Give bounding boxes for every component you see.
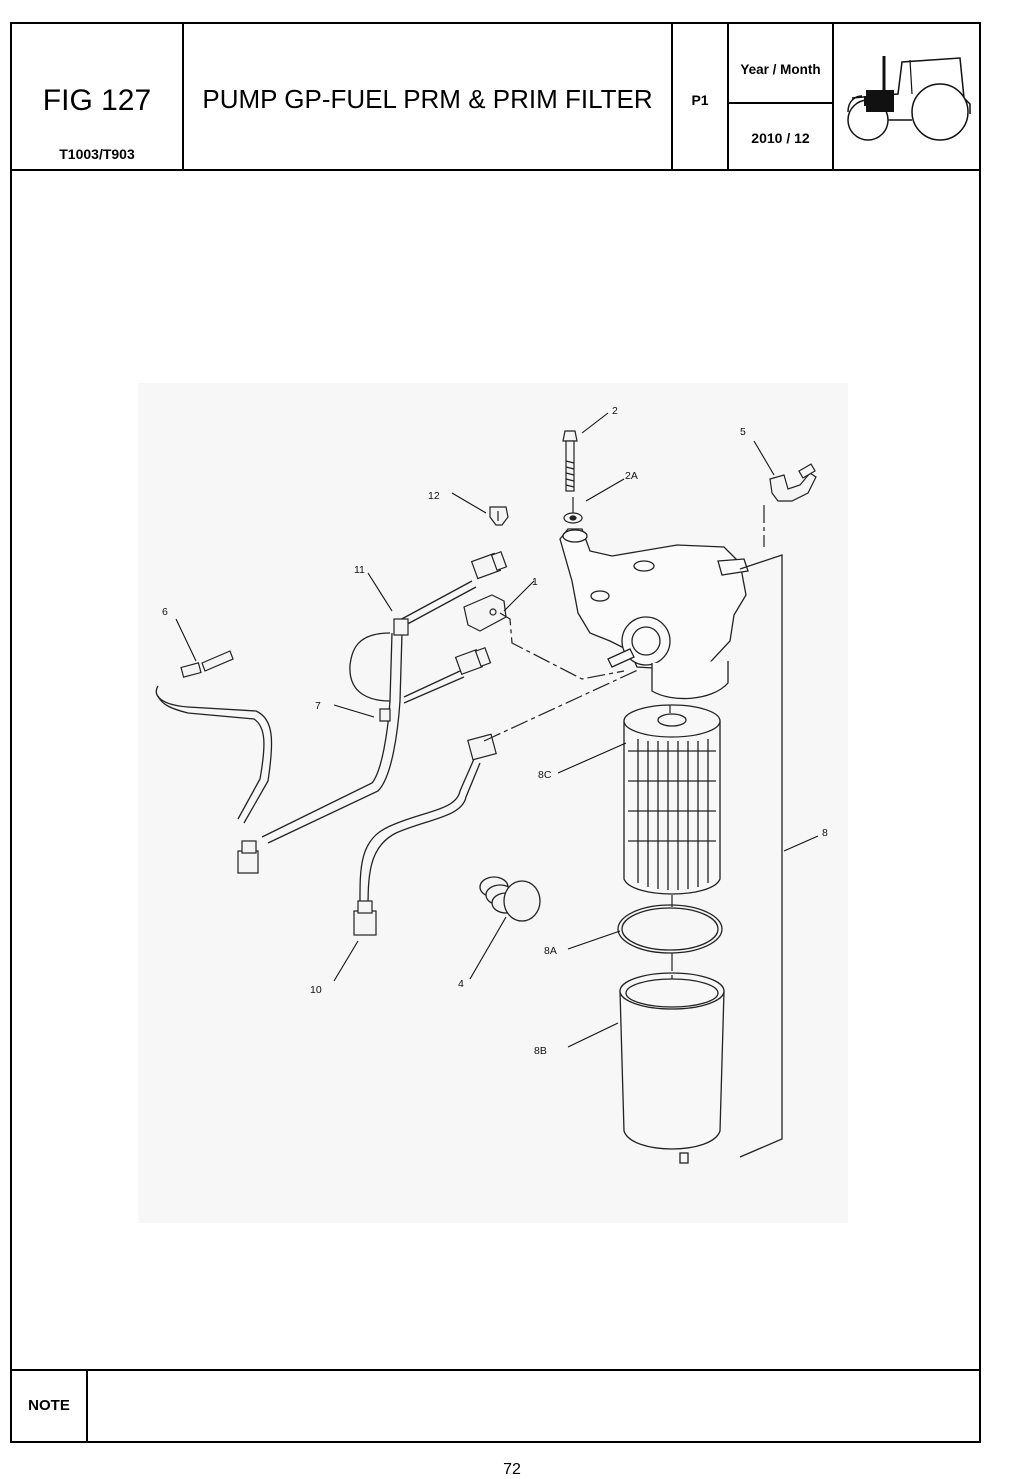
callout-8a: 8A	[544, 945, 557, 957]
note-label: NOTE	[12, 1371, 88, 1441]
fuel-hoses	[155, 580, 481, 914]
hose-fittings	[180, 551, 508, 936]
filter-element-part	[623, 704, 721, 895]
page-frame: FIG 127 T1003/T903 PUMP GP-FUEL PRM & PR…	[10, 22, 981, 1443]
assembly-bracket-line	[739, 554, 783, 1158]
callout-8c: 8C	[538, 769, 552, 781]
date-cell: Year / Month 2010 / 12	[729, 24, 834, 169]
tractor-silhouette-icon	[847, 56, 971, 141]
cap-part	[479, 876, 541, 922]
model-number: T1003/T903	[59, 146, 135, 162]
page-code: P1	[691, 92, 709, 108]
callout-2a: 2A	[625, 470, 638, 482]
leader-lines	[175, 412, 819, 1048]
filter-bowl-part	[619, 972, 725, 1164]
callout-12: 12	[428, 490, 440, 502]
date-label: Year / Month	[740, 62, 821, 77]
o-ring-part	[617, 904, 723, 954]
header: FIG 127 T1003/T903 PUMP GP-FUEL PRM & PR…	[12, 24, 979, 171]
assembly-dash-lines	[483, 497, 765, 981]
date-divider	[729, 102, 832, 104]
title-cell: PUMP GP-FUEL PRM & PRIM FILTER	[184, 24, 673, 169]
bolt-part	[562, 430, 583, 524]
callout-6: 6	[162, 606, 168, 618]
page-code-cell: P1	[673, 24, 729, 169]
figure-number: FIG 127	[42, 84, 152, 117]
callout-4: 4	[458, 978, 464, 990]
clip-part	[489, 506, 509, 526]
exploded-parts-diagram: 2 2A 5 12 11 1 6 7 8C 8 8A 8B 10 4	[138, 383, 848, 1223]
figure-cell: FIG 127 T1003/T903	[12, 24, 184, 169]
callout-5: 5	[740, 426, 746, 438]
date-value: 2010 / 12	[751, 130, 810, 146]
bracket-part	[463, 594, 507, 632]
filter-head-body	[559, 528, 749, 700]
callout-10: 10	[310, 984, 322, 996]
callout-2: 2	[612, 405, 618, 417]
page-number: 72	[503, 1461, 521, 1478]
callout-1: 1	[532, 576, 538, 588]
tractor-icon-cell	[834, 24, 979, 169]
note-section: NOTE	[12, 1369, 979, 1441]
elbow-fitting-part	[769, 463, 817, 502]
callout-8: 8	[822, 827, 828, 839]
callout-11: 11	[354, 564, 365, 576]
callout-8b: 8B	[534, 1045, 547, 1057]
callout-7: 7	[315, 700, 321, 712]
page-title: PUMP GP-FUEL PRM & PRIM FILTER	[202, 84, 653, 114]
